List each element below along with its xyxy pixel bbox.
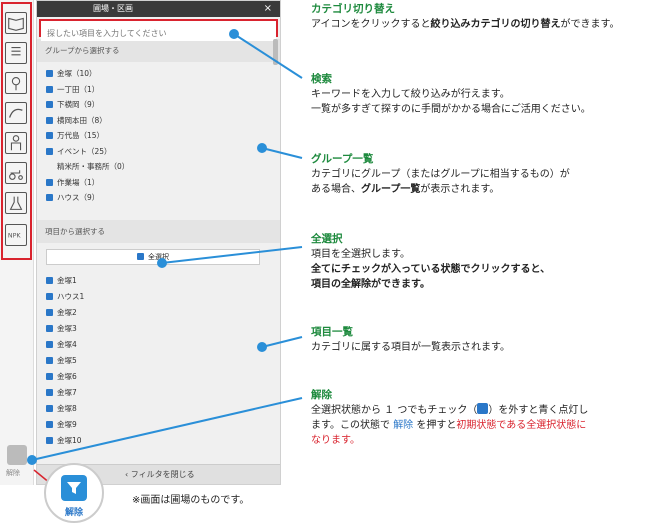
- checkbox-icon[interactable]: [46, 277, 53, 284]
- annotation-group: グループ一覧 カテゴリにグループ（またはグループに相当するもの）が ある場合、グ…: [311, 153, 570, 195]
- list-item[interactable]: 金塚5: [46, 353, 280, 369]
- panel-title: 圃場・区画: [93, 4, 133, 13]
- group-item[interactable]: 一丁田（1）: [46, 82, 280, 98]
- checkbox-icon[interactable]: [46, 309, 53, 316]
- sickle-icon[interactable]: [5, 102, 27, 124]
- checkbox-icon: [477, 403, 489, 414]
- npk-fertilizer-icon[interactable]: NPK: [5, 224, 27, 246]
- list-item[interactable]: 金塚6: [46, 369, 280, 385]
- list-item[interactable]: 金塚4: [46, 337, 280, 353]
- document-icon[interactable]: [5, 42, 27, 64]
- search-box[interactable]: [39, 19, 278, 41]
- item-section-title: 項目から選択する: [37, 219, 280, 243]
- group-section-title: グループから選択する: [37, 39, 280, 62]
- checkbox-icon[interactable]: [46, 132, 53, 140]
- list-item[interactable]: ハウス1: [46, 289, 280, 305]
- group-item[interactable]: 作業場（1）: [46, 175, 280, 191]
- annotation-release: 解除 全選択状態から １ つでもチェック（）を外すと青く点灯し ます。この状態で…: [311, 389, 589, 446]
- item-list: 金塚1 ハウス1 金塚2 金塚3 金塚4 金塚5 金塚6 金塚7 金塚8 金塚9…: [37, 271, 280, 449]
- checkbox-icon[interactable]: [46, 194, 53, 202]
- panel-header: 圃場・区画 ×: [37, 1, 280, 17]
- checkbox-icon[interactable]: [46, 293, 53, 300]
- group-item[interactable]: 万代島（15）: [46, 128, 280, 144]
- annotation-item-list: 項目一覧 カテゴリに属する項目が一覧表示されます。: [311, 326, 510, 353]
- location-pin-icon[interactable]: [5, 72, 27, 94]
- checkbox-icon[interactable]: [46, 70, 53, 78]
- category-rail: NPK 解除: [0, 0, 34, 485]
- checkbox-icon[interactable]: [46, 437, 53, 444]
- filter-release-label-small: 解除: [6, 469, 20, 477]
- checkbox-icon[interactable]: [46, 405, 53, 412]
- checkbox-icon[interactable]: [46, 373, 53, 380]
- scrollbar[interactable]: [273, 39, 278, 65]
- list-item[interactable]: 金塚10: [46, 433, 280, 449]
- checkbox-icon[interactable]: [46, 421, 53, 428]
- checkbox-icon[interactable]: [46, 116, 53, 124]
- list-item[interactable]: 金塚3: [46, 321, 280, 337]
- tractor-icon[interactable]: [5, 162, 27, 184]
- group-item-disabled: 精米所・事務所（0）: [57, 162, 130, 172]
- map-book-icon[interactable]: [5, 12, 27, 34]
- checkbox-icon[interactable]: [46, 147, 53, 155]
- annotation-select-all: 全選択 項目を全選択します。 全てにチェックが入っている状態でクリックすると、 …: [311, 233, 551, 290]
- checkbox-icon[interactable]: [46, 357, 53, 364]
- list-item[interactable]: 金塚7: [46, 385, 280, 401]
- checkbox-icon: [137, 253, 144, 260]
- checkbox-icon[interactable]: [46, 341, 53, 348]
- list-item[interactable]: 金塚1: [46, 273, 280, 289]
- category-switch-highlight: [1, 2, 32, 260]
- worker-icon[interactable]: [5, 132, 27, 154]
- svg-text:NPK: NPK: [8, 233, 22, 240]
- checkbox-icon[interactable]: [46, 178, 53, 186]
- footnote: ※画面は圃場のものです。: [132, 495, 250, 506]
- checkbox-icon[interactable]: [46, 85, 53, 93]
- filter-panel: 圃場・区画 × グループから選択する 金塚（10） 一丁田（1） 下横岡（9） …: [36, 0, 281, 485]
- checkbox-icon[interactable]: [46, 389, 53, 396]
- annotation-category: カテゴリ切り替え アイコンをクリックすると絞り込みカテゴリの切り替えができます。: [311, 3, 620, 30]
- annotation-search: 検索 キーワードを入力して絞り込みが行えます。 一覧が多すぎて探すのに手間がかか…: [311, 73, 591, 115]
- flask-icon[interactable]: [5, 192, 27, 214]
- close-icon[interactable]: ×: [263, 3, 272, 14]
- release-label: 解除: [64, 508, 83, 518]
- group-item[interactable]: ハウス（9）: [46, 190, 280, 206]
- group-list: 金塚（10） 一丁田（1） 下横岡（9） 横岡本田（8） 万代島（15） イベン…: [37, 62, 280, 206]
- filter-release-button-small[interactable]: [7, 445, 27, 465]
- group-item[interactable]: 横岡本田（8）: [46, 113, 280, 129]
- list-item[interactable]: 金塚9: [46, 417, 280, 433]
- select-all-button[interactable]: 全選択: [46, 248, 260, 265]
- filter-icon: [61, 475, 87, 501]
- search-input[interactable]: [41, 26, 276, 41]
- checkbox-icon[interactable]: [46, 325, 53, 332]
- filter-release-button[interactable]: 解除: [44, 463, 104, 523]
- list-item[interactable]: 金塚2: [46, 305, 280, 321]
- list-item[interactable]: 金塚8: [46, 401, 280, 417]
- group-item[interactable]: 下横岡（9）: [46, 97, 280, 113]
- checkbox-icon[interactable]: [46, 101, 53, 109]
- group-item[interactable]: イベント（25）: [46, 144, 280, 160]
- group-item[interactable]: 金塚（10）: [46, 66, 280, 82]
